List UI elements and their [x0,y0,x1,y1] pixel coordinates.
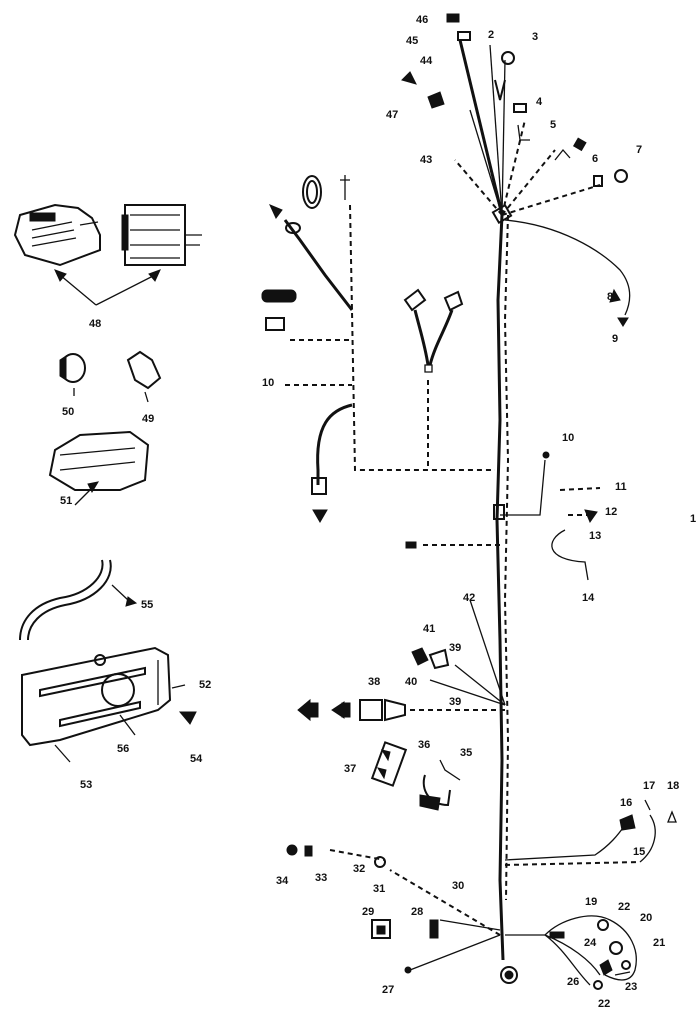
callout-50: 50 [62,406,74,418]
lower-left-branch [286,844,518,984]
part-55-hose [19,559,138,641]
callout-53: 53 [80,779,92,791]
callout-52: 52 [199,679,211,691]
callout-45: 45 [406,35,418,47]
callout-21: 21 [653,937,665,949]
mid-right-branch [405,451,601,581]
callout-9: 9 [612,333,618,345]
callout-19: 19 [585,896,597,908]
callout-18: 18 [667,780,679,792]
callout-3: 3 [532,31,538,43]
callout-22b: 22 [598,998,610,1010]
callout-29: 29 [362,906,374,918]
callout-11: 11 [615,481,627,493]
connector-junction [297,599,506,722]
callout-1: 1 [690,513,696,525]
callout-labels: 1 2 3 4 5 6 7 8 9 10 11 12 13 14 15 16 1… [60,14,696,1010]
callout-30: 30 [452,880,464,892]
callout-24: 24 [584,937,597,949]
y-connector [403,288,464,470]
callout-12: 12 [605,506,617,518]
svg-text:10: 10 [262,377,274,389]
callout-39b: 39 [449,696,461,708]
callout-56: 56 [117,743,129,755]
main-harness-trunk [495,214,510,961]
callout-10: 10 [562,432,574,444]
lower-right-branch [504,799,677,866]
callout-54: 54 [190,753,203,765]
callout-49: 49 [142,413,154,425]
callout-13: 13 [589,530,601,542]
part-48-modules [13,203,202,306]
callout-8: 8 [607,291,613,303]
callout-16: 16 [620,797,632,809]
upper-left-harness-loop: 10 [262,175,495,523]
callout-32: 32 [353,863,365,875]
callout-7: 7 [636,144,642,156]
callout-23: 23 [625,981,637,993]
callout-42: 42 [463,592,475,604]
callout-35: 35 [460,747,472,759]
callout-34: 34 [276,875,289,887]
callout-22a: 22 [618,901,630,913]
callout-38: 38 [368,676,380,688]
callout-44: 44 [420,55,433,67]
callout-48: 48 [89,318,101,330]
callout-51: 51 [60,495,72,507]
callout-6: 6 [592,153,598,165]
callout-40: 40 [405,676,417,688]
callout-20: 20 [640,912,652,924]
coil-cable-assembly [261,175,354,331]
callout-36: 36 [418,739,430,751]
callout-14: 14 [582,592,595,604]
callout-4: 4 [536,96,543,108]
callout-26: 26 [567,976,579,988]
part-52-mounting-plate [21,646,197,763]
callout-15: 15 [633,846,645,858]
callout-33: 33 [315,872,327,884]
callout-47: 47 [386,109,398,121]
callout-37: 37 [344,763,356,775]
relay-and-bracket [370,741,461,811]
callout-5: 5 [550,119,556,131]
callout-43: 43 [420,154,432,166]
callout-39a: 39 [449,642,461,654]
upper-wire-fan [401,13,631,327]
callout-17: 17 [643,780,655,792]
callout-41: 41 [423,623,435,635]
callout-55: 55 [141,599,153,611]
callout-46: 46 [416,14,428,26]
callout-27: 27 [382,984,394,996]
callout-28: 28 [411,906,423,918]
part-51-cover [48,430,150,506]
part-49-50-sensors [59,350,162,403]
bottom-right-cluster [505,915,637,990]
callout-31: 31 [373,883,385,895]
callout-2: 2 [488,29,494,41]
